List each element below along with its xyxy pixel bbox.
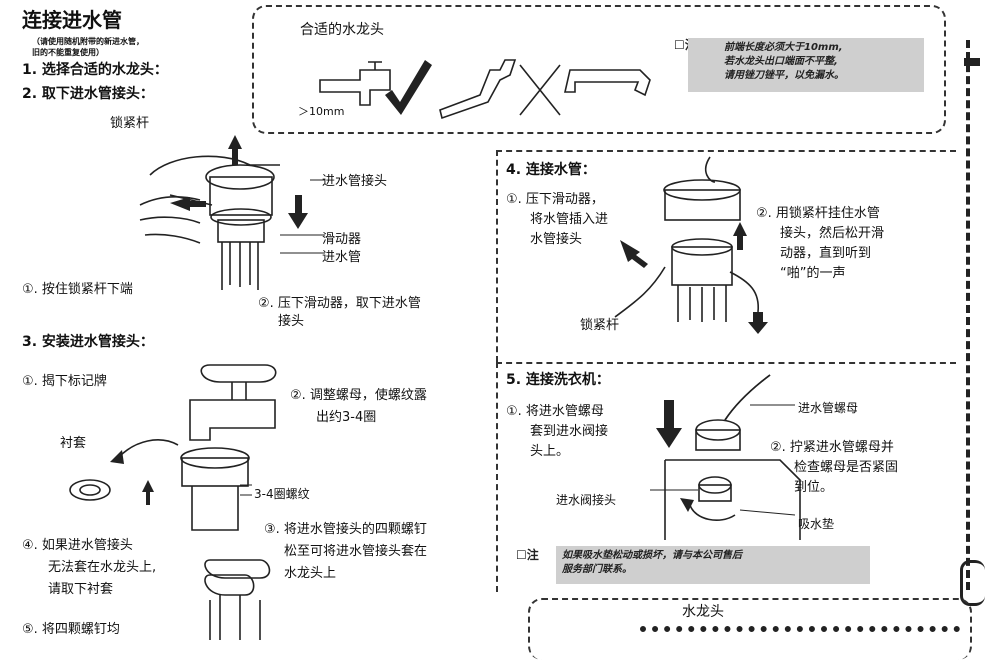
- right-edge-bracket: [960, 560, 985, 606]
- step2-sub2-line-2: 接头: [278, 314, 305, 329]
- pipe-label: 进水管: [322, 250, 362, 265]
- faucet-selection-box: [252, 5, 946, 134]
- step4-sub2-line-4: “啪”的一声: [780, 266, 846, 281]
- subtitle-line-1: （请使用随机附带的新进水管，: [32, 37, 144, 46]
- step1-heading: 1. 选择合适的水龙头：: [22, 62, 168, 78]
- faucet-dimension: ＞10mm: [298, 105, 345, 118]
- bushing-label: 衬套: [60, 436, 87, 451]
- step5-heading: 5. 连接洗衣机：: [506, 372, 610, 388]
- step4-sub1-line-3: 水管接头: [530, 232, 583, 247]
- faucet-box-title: 合适的水龙头: [300, 22, 384, 38]
- washer-note: 如果吸水垫松动或损坏，请与本公司售后 服务部门联系。: [556, 546, 870, 584]
- washer-note-label: ☐注: [516, 548, 539, 562]
- slider-label: 滑动器: [322, 232, 362, 247]
- faucet-note-line-2: 若水龙头出口端面不平整,: [724, 56, 838, 67]
- step3-sub3-line-1: ③. 将进水管接头的四颗螺钉: [264, 522, 427, 537]
- step2-sub2-line-1: ②. 压下滑动器，取下进水管: [258, 296, 421, 311]
- step4-sub2-line-3: 动器，直到听到: [780, 246, 872, 261]
- note-icon: ☐: [516, 548, 527, 562]
- right-edge-border: [966, 40, 976, 590]
- step5-sub2-line-2: 检查螺母是否紧固: [794, 460, 899, 475]
- connector-label: 进水管接头: [322, 174, 388, 189]
- step3-sub4-line-2: 无法套在水龙头上,: [48, 560, 157, 575]
- subtitle-line-2: 旧的不能重复使用）: [32, 48, 104, 57]
- gasket-label: 吸水垫: [798, 517, 835, 531]
- step4-lever-label: 锁紧杆: [580, 318, 620, 333]
- connector-removal-illustration: [139, 135, 325, 290]
- right-edge-marker: [964, 58, 980, 66]
- nut-label: 进水管螺母: [798, 401, 859, 415]
- lever-label: 锁紧杆: [110, 116, 150, 131]
- page-title: 连接进水管: [22, 8, 122, 32]
- step3-sub4-line-1: ④. 如果进水管接头: [22, 538, 133, 553]
- step3-sub5: ⑤. 将四颗螺钉均: [22, 622, 120, 637]
- step3-sub1: ①. 揭下标记牌: [22, 374, 107, 389]
- faucet-note: 前端长度必须大于10mm, 若水龙头出口端面不平整, 请用锉刀锉平，以免漏水。: [688, 38, 924, 92]
- step2-heading: 2. 取下进水管接头：: [22, 86, 154, 102]
- bottom-faucet-title: 水龙头: [682, 604, 724, 620]
- washer-note-line-2: 服务部门联系。: [562, 564, 632, 575]
- step5-sub1-line-3: 头上。: [530, 444, 570, 459]
- connector-install-illustration: [69, 364, 277, 640]
- bottom-faucet-box: [528, 598, 972, 660]
- step3-heading: 3. 安装进水管接头：: [22, 334, 154, 350]
- step3-sub2-line-1: ②. 调整螺母，使螺纹露: [290, 388, 427, 403]
- step4-sub2-line-2: 接头，然后松开滑: [780, 226, 885, 241]
- threads-label: 3-4圈螺纹: [254, 487, 310, 501]
- step3-sub3-line-2: 松至可将进水管接头套在: [284, 544, 428, 559]
- washer-note-line-1: 如果吸水垫松动或损坏，请与本公司售后: [562, 550, 742, 561]
- faucet-comparison-illustration: [319, 59, 651, 120]
- step5-sub2-line-3: 到位。: [794, 480, 834, 495]
- step4-box: [496, 150, 956, 362]
- faucet-top-illustration: [204, 574, 255, 640]
- step4-heading: 4. 连接水管：: [506, 162, 596, 178]
- step4-sub1-line-2: 将水管插入进: [530, 212, 609, 227]
- step3-sub3-line-3: 水龙头上: [284, 566, 337, 581]
- step4-sub2-line-1: ②. 用锁紧杆挂住水管: [756, 206, 880, 221]
- step2-sub1: ①. 按住锁紧杆下端: [22, 282, 133, 297]
- valve-label: 进水阀接头: [556, 493, 617, 507]
- step5-sub1-line-1: ①. 将进水管螺母: [506, 404, 604, 419]
- step5-box: [496, 362, 956, 592]
- washer-connect-illustration: [650, 374, 801, 540]
- step5-sub1-line-2: 套到进水阀接: [530, 424, 609, 439]
- step3-sub2-line-2: 出约3-4圈: [316, 410, 377, 425]
- bottom-dotted-border: [640, 626, 960, 646]
- step5-sub2-line-1: ②. 拧紧进水管螺母并: [770, 440, 894, 455]
- step3-sub4-line-3: 请取下衬套: [48, 582, 114, 597]
- faucet-note-line-3: 请用锉刀锉平，以免漏水。: [724, 70, 844, 81]
- step4-sub1-line-1: ①. 压下滑动器，: [506, 192, 604, 207]
- note-icon: ☐: [674, 38, 685, 52]
- faucet-note-line-1: 前端长度必须大于10mm,: [724, 42, 843, 53]
- hose-connect-illustration: [614, 156, 768, 334]
